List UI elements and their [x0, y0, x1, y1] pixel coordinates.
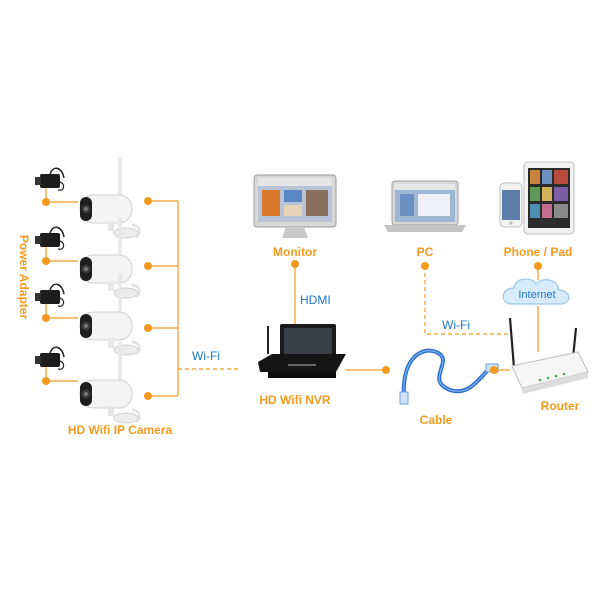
camera-wifi-bus — [148, 200, 238, 397]
monitor-icon — [253, 174, 337, 238]
internet-label: Internet — [518, 289, 555, 301]
wifi-left-label: Wi-Fi — [192, 349, 220, 363]
monitor-label: Monitor — [273, 245, 317, 259]
nvr-icon — [258, 324, 346, 378]
router-dot — [490, 366, 498, 374]
pc-wifi-link — [424, 266, 508, 335]
power-adapter-label: Power Adapter — [17, 235, 31, 320]
nvr-label: HD Wifi NVR — [259, 393, 331, 407]
cable-label: Cable — [420, 413, 453, 427]
nvr-dot — [382, 366, 390, 374]
phone-icon — [499, 182, 523, 228]
cloud-icon — [502, 278, 570, 305]
hdmi-dot — [291, 260, 299, 268]
tablet-icon — [523, 161, 575, 235]
wifi-right-label: Wi-Fi — [442, 318, 470, 332]
router-label: Router — [541, 399, 580, 413]
bullet-camera-icon — [78, 155, 142, 425]
hdmi-label: HDMI — [300, 293, 331, 307]
router-icon — [508, 317, 589, 394]
laptop-icon — [384, 180, 466, 232]
connector-dots — [42, 197, 152, 400]
ethernet-cable-icon — [399, 348, 499, 405]
phone-pad-label: Phone / Pad — [504, 245, 573, 259]
power-adapter-icon — [34, 167, 65, 371]
pc-label: PC — [417, 245, 434, 259]
camera-label: HD Wifi IP Camera — [68, 423, 173, 437]
